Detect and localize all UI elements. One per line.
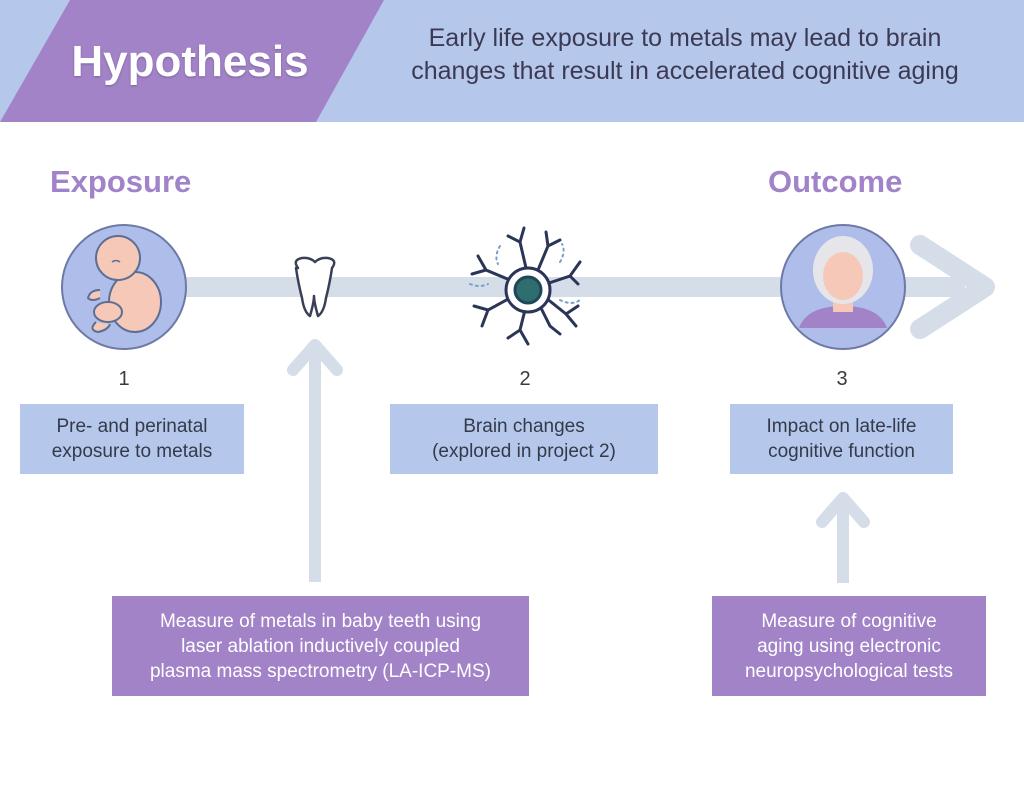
stage-2-line-2: (explored in project 2) [432, 441, 616, 462]
cognition-measurement-box: Measure of cognitive aging using electro… [712, 596, 986, 696]
exposure-label: Exposure [50, 164, 192, 199]
teeth-measure-line-2: laser ablation inductively coupled [181, 635, 460, 657]
teeth-measure-line-1: Measure of metals in baby teeth using [159, 610, 482, 632]
stage-2-line-1: Brain changes [463, 416, 585, 437]
neuron-icon [469, 226, 582, 346]
outcome-label: Outcome [768, 164, 903, 199]
stage-box-brain-changes: Brain changes (explored in project 2) [390, 404, 658, 474]
cognition-measure-arrow [816, 492, 870, 583]
title-band [0, 0, 384, 122]
stage-box-exposure: Pre- and perinatal exposure to metals [20, 404, 244, 474]
stage-number-1: 1 [118, 368, 130, 390]
teeth-measure-arrow [287, 339, 343, 582]
stage-1-line-2: exposure to metals [51, 441, 213, 462]
header-banner [0, 0, 1024, 122]
stage-3-line-1: Impact on late-life [766, 416, 917, 437]
timeline-arrowhead [910, 235, 995, 339]
fetus-icon [61, 224, 187, 350]
cognition-measure-line-2: aging using electronic [757, 635, 941, 657]
teeth-measure-line-3: plasma mass spectrometry (LA-ICP-MS) [149, 660, 491, 682]
stage-number-2: 2 [519, 368, 531, 390]
stage-box-impact: Impact on late-life cognitive function [730, 404, 953, 474]
elderly-person-icon [780, 224, 906, 350]
stage-number-3: 3 [836, 368, 848, 390]
hypothesis-title: Hypothesis [71, 37, 309, 86]
statement-line-1: Early life exposure to metals may lead t… [428, 24, 942, 52]
stage-3-line-2: cognitive function [768, 441, 915, 462]
tooth-icon [294, 256, 336, 318]
cognition-measure-line-3: neuropsychological tests [744, 660, 954, 682]
statement-line-2: changes that result in accelerated cogni… [411, 57, 959, 85]
stage-1-line-1: Pre- and perinatal [56, 416, 208, 437]
teeth-measurement-box: Measure of metals in baby teeth using la… [112, 596, 529, 696]
hypothesis-statement: Early life exposure to metals may lead t… [365, 22, 1005, 88]
cognition-measure-line-1: Measure of cognitive [761, 610, 937, 632]
